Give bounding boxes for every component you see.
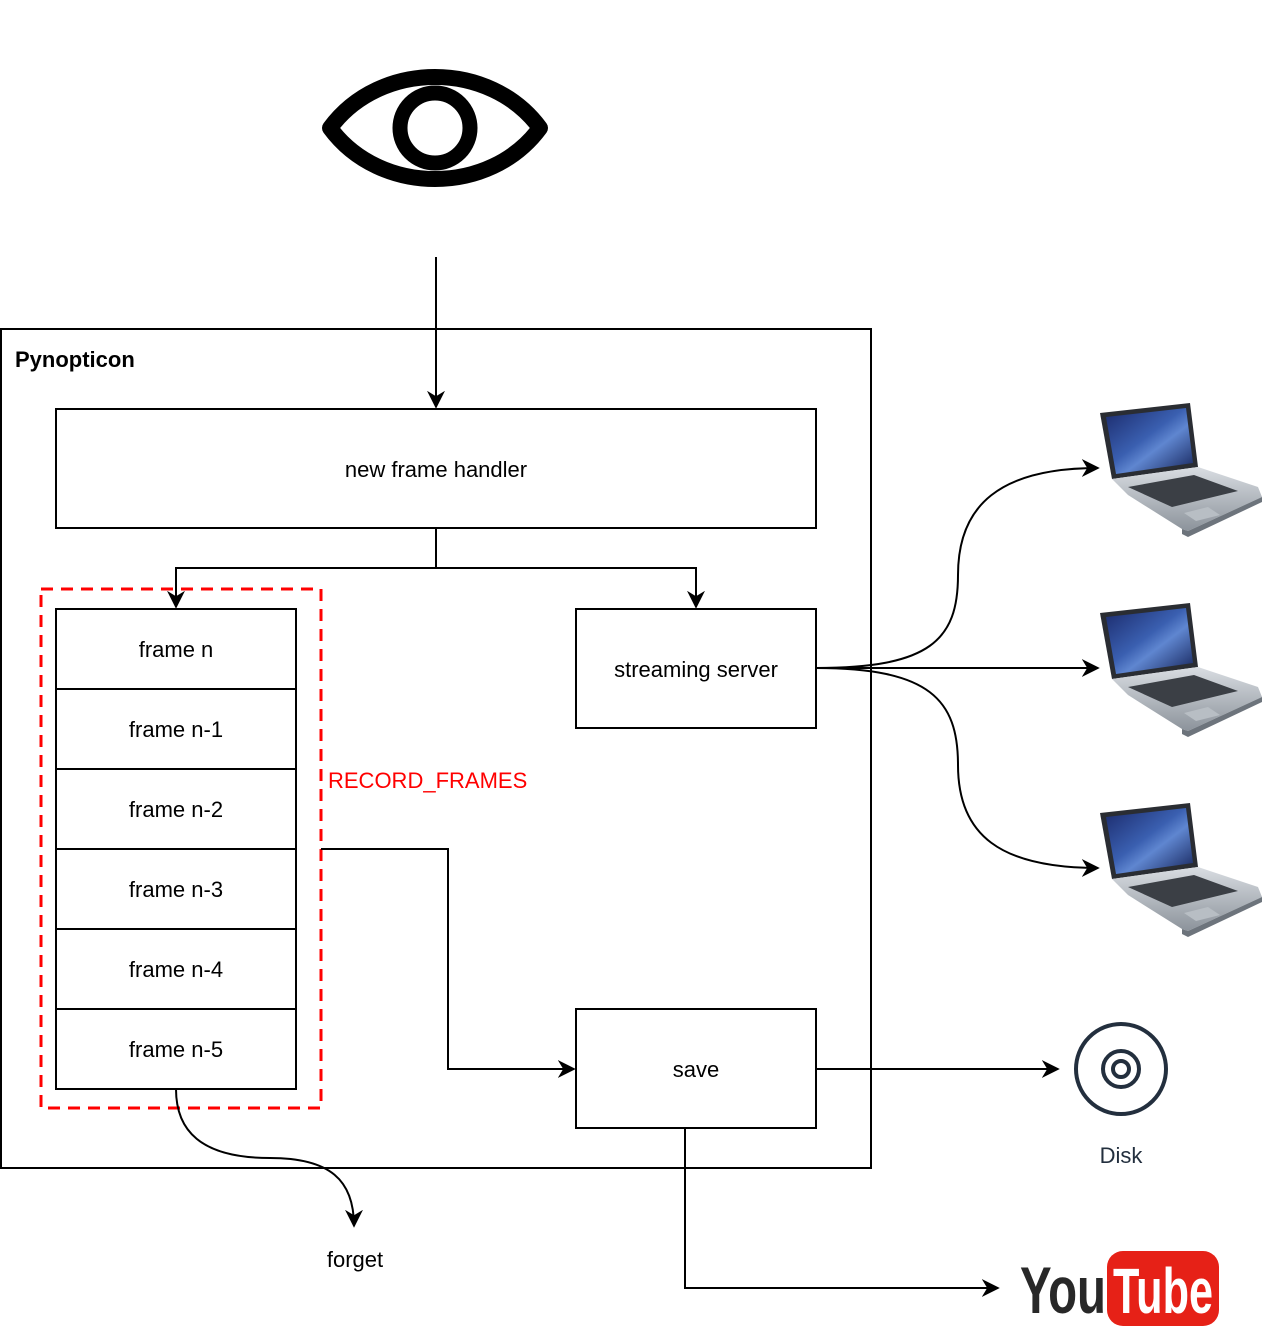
laptop-icon [1100, 403, 1262, 537]
youtube-logo: You Tube [1020, 1251, 1219, 1327]
frame-label: frame n-3 [129, 877, 223, 902]
edge-streaming-to-laptop-3 [815, 667, 1100, 877]
laptop-icon [1100, 603, 1262, 737]
handler-node[interactable]: new frame handler [55, 408, 817, 529]
youtube-tube-badge [1107, 1251, 1219, 1326]
record-frames-group [39, 587, 323, 1110]
disk-icon [1074, 1022, 1168, 1116]
disk-label: Disk [1100, 1143, 1144, 1168]
frame-label: frame n [139, 637, 214, 662]
youtube-you-text: You [1020, 1253, 1106, 1327]
frame-label: frame n-5 [129, 1037, 223, 1062]
frame-cell[interactable]: frame n [55, 608, 297, 690]
edge-frames-to-forget [175, 1088, 363, 1228]
frame-cell[interactable]: frame n-4 [55, 928, 297, 1010]
youtube-tube-text: Tube [1113, 1255, 1213, 1327]
streaming-server-label: streaming server [614, 657, 778, 682]
edge-frames-to-save [321, 848, 576, 1078]
frame-cell[interactable]: frame n-5 [55, 1008, 297, 1090]
frame-cell[interactable]: frame n-3 [55, 848, 297, 930]
eye-icon [322, 69, 548, 187]
edge-streaming-to-laptop-1 [815, 459, 1100, 669]
edge-handler-to-streaming [436, 567, 705, 609]
save-node[interactable]: save [575, 1008, 817, 1129]
frame-cell[interactable]: frame n-1 [55, 688, 297, 770]
forget-label: forget [327, 1247, 383, 1272]
laptop-icon [1100, 803, 1262, 937]
save-label: save [673, 1057, 719, 1082]
edge-handler-to-frames [167, 567, 436, 609]
edge-save-to-youtube [684, 1128, 1000, 1297]
frame-label: frame n-4 [129, 957, 223, 982]
streaming-server-node[interactable]: streaming server [575, 608, 817, 729]
record-frames-label: RECORD_FRAMES [328, 768, 527, 793]
handler-label: new frame handler [345, 457, 527, 482]
frame-label: frame n-2 [129, 797, 223, 822]
frame-stack: frame n frame n-1 frame n-2 frame n-3 fr… [55, 608, 297, 1090]
frame-label: frame n-1 [129, 717, 223, 742]
container-title: Pynopticon [15, 347, 135, 372]
frame-cell[interactable]: frame n-2 [55, 768, 297, 850]
